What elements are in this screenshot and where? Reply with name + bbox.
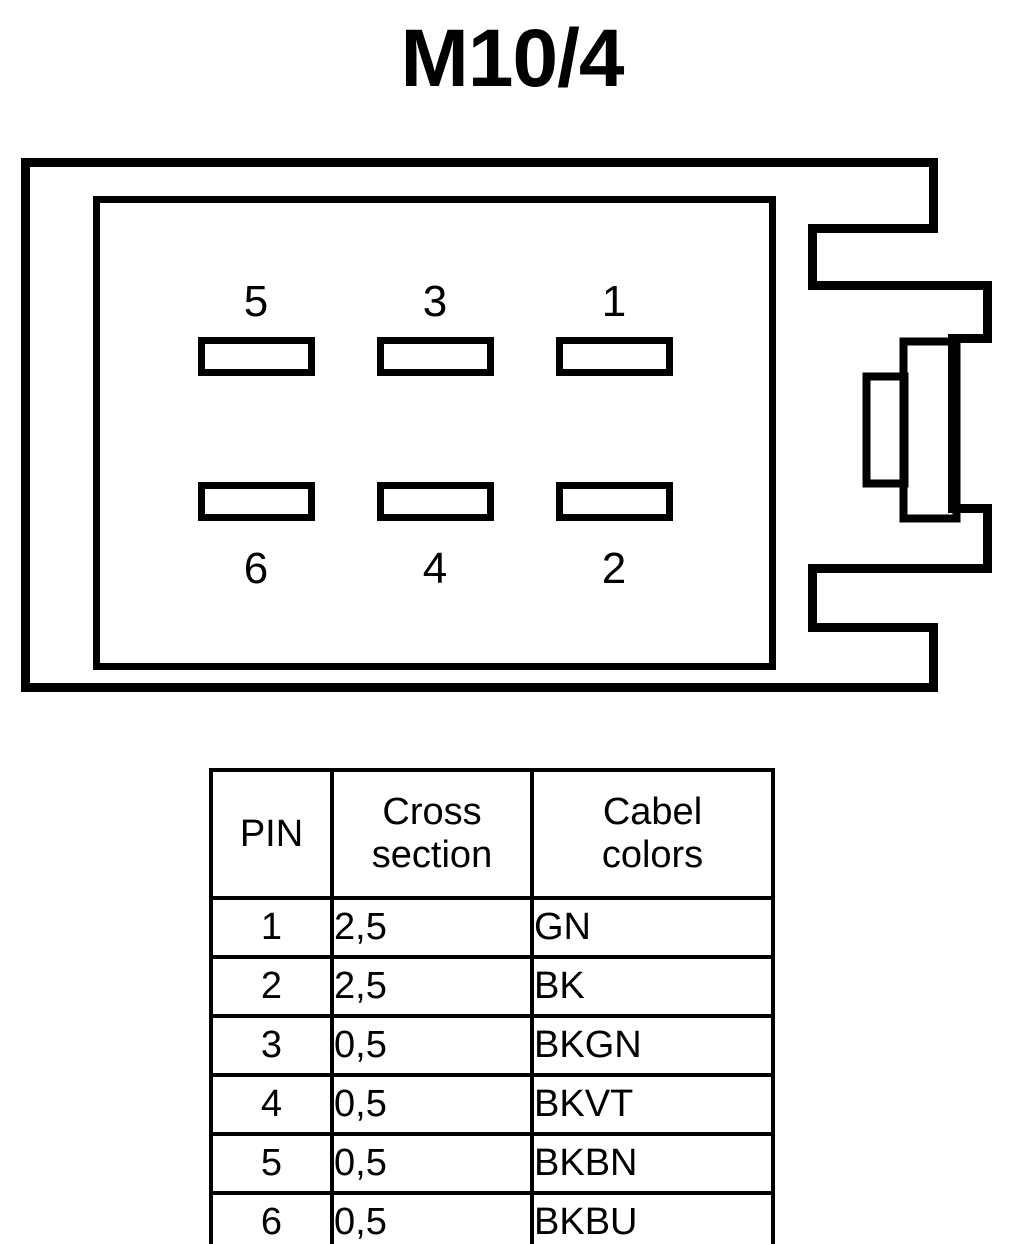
pin-slot-1[interactable] [556, 337, 673, 376]
table-row: 4 0,5 BKVT [209, 1073, 775, 1136]
cell-pin: 5 [209, 1132, 334, 1195]
column-header-cabel-colors-line2: colors [601, 834, 704, 876]
table-header-row: PIN Cross section Cabel colors [209, 768, 775, 900]
column-header-cross-section-line2: section [371, 834, 493, 876]
table-row: 6 0,5 BKBU [209, 1191, 775, 1244]
cell-cross: 0,5 [330, 1073, 534, 1136]
connector-outer-housing [21, 158, 992, 692]
latch-tab-small [862, 372, 909, 488]
table-row: 1 2,5 GN [209, 896, 775, 959]
cell-color: BK [530, 955, 775, 1018]
pin-label-3: 3 [423, 277, 447, 326]
cell-pin: 4 [209, 1073, 334, 1136]
pin-label-6: 6 [244, 544, 268, 593]
cell-color: BKBN [530, 1132, 775, 1195]
table-row: 2 2,5 BK [209, 955, 775, 1018]
column-header-cross-section-line1: Cross [382, 791, 482, 834]
cell-color: BKBU [530, 1191, 775, 1244]
table-body: 1 2,5 GN 2 2,5 BK 3 0,5 BKGN 4 0,5 B [209, 896, 775, 1244]
pin-assignment-table: PIN Cross section Cabel colors 1 2,5 [209, 768, 775, 1244]
cell-color: BKGN [530, 1014, 775, 1077]
page-title: M10/4 [400, 13, 625, 104]
cell-pin: 1 [209, 896, 334, 959]
pin-assignment-table-wrap: PIN Cross section Cabel colors 1 2,5 [209, 768, 775, 1244]
column-header-cabel-colors-line1: Cabel [602, 791, 703, 834]
pin-label-2: 2 [602, 544, 626, 593]
column-header-cross-section: Cross section [330, 768, 534, 900]
column-header-pin-label: PIN [239, 812, 304, 855]
cell-cross: 2,5 [330, 955, 534, 1018]
table-row: 5 0,5 BKBN [209, 1132, 775, 1195]
pin-label-4: 4 [423, 544, 447, 593]
cell-cross: 0,5 [330, 1191, 534, 1244]
cell-cross: 2,5 [330, 896, 534, 959]
cell-color: BKVT [530, 1073, 775, 1136]
cell-cross: 0,5 [330, 1132, 534, 1195]
column-header-pin: PIN [209, 768, 334, 900]
pin-slot-6[interactable] [198, 482, 315, 521]
cell-pin: 2 [209, 955, 334, 1018]
cell-color: GN [530, 896, 775, 959]
table-header: PIN Cross section Cabel colors [209, 768, 775, 900]
cell-cross: 0,5 [330, 1014, 534, 1077]
pin-slot-3[interactable] [377, 337, 494, 376]
column-header-cabel-colors: Cabel colors [530, 768, 775, 900]
pin-label-1: 1 [602, 277, 626, 326]
cell-pin: 3 [209, 1014, 334, 1077]
pin-label-5: 5 [244, 277, 268, 326]
cell-pin: 6 [209, 1191, 334, 1244]
table-row: 3 0,5 BKGN [209, 1014, 775, 1077]
connector-inner-face [93, 196, 776, 670]
pin-slot-5[interactable] [198, 337, 315, 376]
connector-diagram: 5 3 1 6 4 2 [0, 140, 1024, 720]
connector-svg: 5 3 1 6 4 2 [21, 158, 992, 692]
pin-slot-2[interactable] [556, 482, 673, 521]
pin-slot-4[interactable] [377, 482, 494, 521]
